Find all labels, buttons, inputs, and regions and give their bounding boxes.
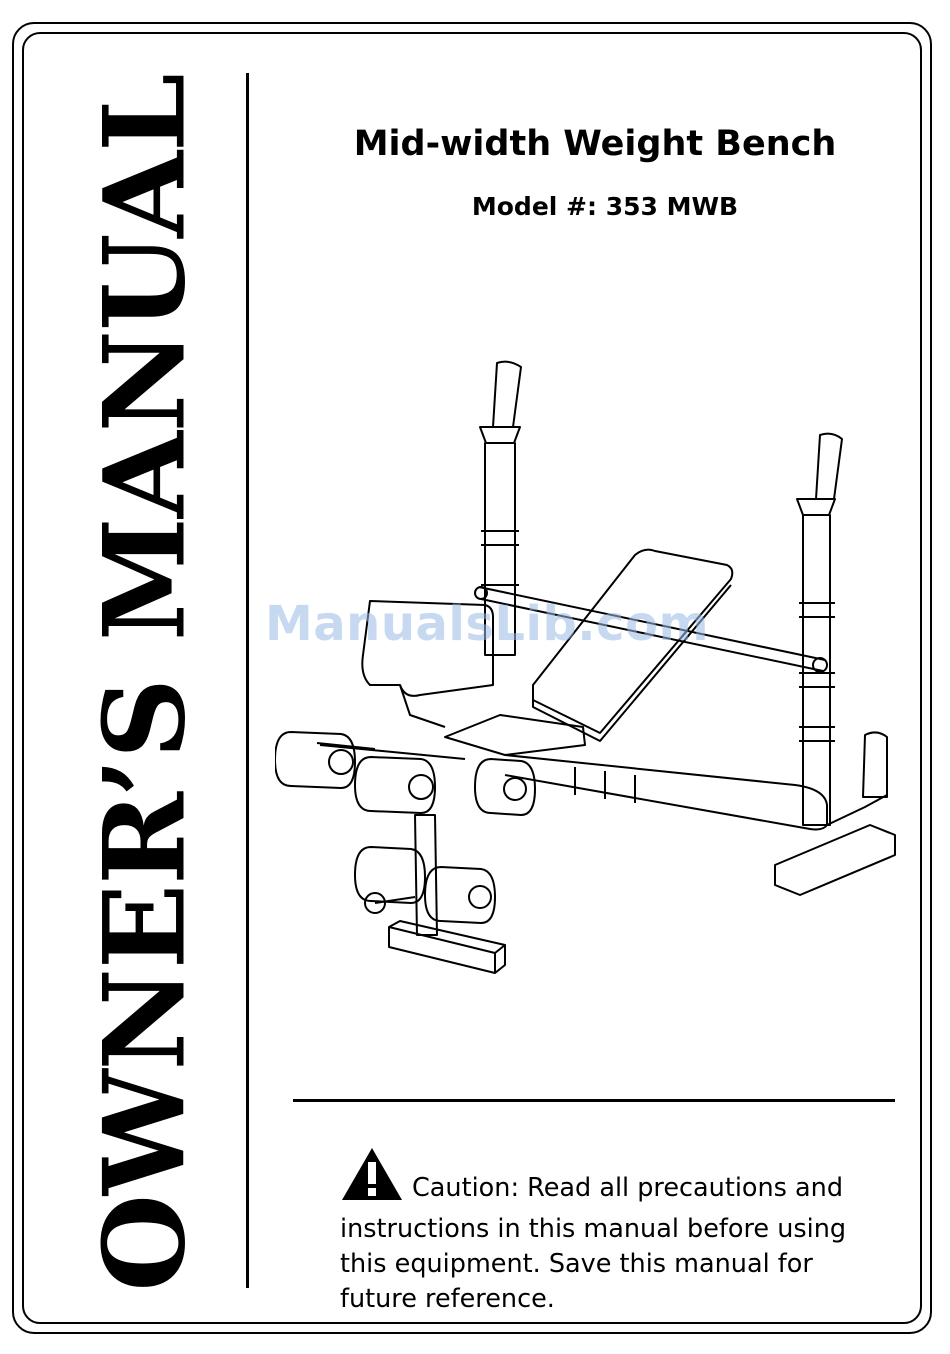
spine-title-area: OWNER’S MANUAL bbox=[80, 75, 210, 1290]
product-title: Mid-width Weight Bench bbox=[260, 124, 930, 164]
weight-bench-illustration bbox=[275, 355, 915, 975]
warning-triangle-icon bbox=[340, 1146, 404, 1212]
spine-divider bbox=[246, 73, 249, 1288]
model-number: Model #: 353 MWB bbox=[260, 192, 950, 221]
watermark: ManualsLib.com bbox=[265, 596, 705, 652]
spine-title: OWNER’S MANUAL bbox=[80, 74, 211, 1291]
section-divider bbox=[293, 1099, 895, 1102]
caution-text: Caution: Read all precautions and instru… bbox=[340, 1173, 846, 1314]
caution-notice: Caution: Read all precautions and instru… bbox=[340, 1146, 880, 1317]
